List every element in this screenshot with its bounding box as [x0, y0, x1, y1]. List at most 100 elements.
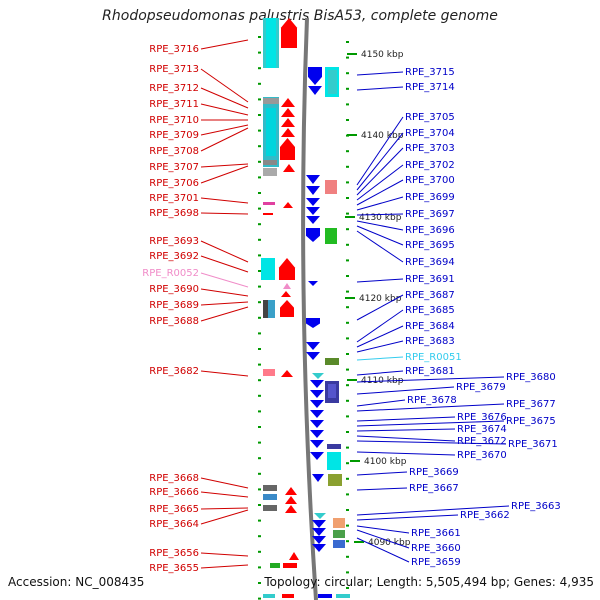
leader-line-left: [200, 552, 249, 557]
tick-mark-right: [346, 41, 349, 43]
leader-line-right: [356, 71, 404, 76]
leader-line-left: [200, 507, 249, 510]
gene-block: [333, 530, 345, 538]
tick-mark-right: [346, 259, 349, 262]
gene-block: [328, 70, 337, 94]
forward-gene-arrow: [285, 505, 297, 513]
leader-line-right: [356, 340, 404, 353]
gene-label-right: RPE_3672: [457, 436, 507, 447]
tick-mark-left: [258, 504, 261, 506]
forward-gene-arrow: [283, 283, 291, 289]
tick-mark-left: [258, 98, 261, 101]
gene-label-right: RPE_3702: [405, 160, 455, 171]
gene-label-right: RPE_3703: [405, 143, 455, 154]
gene-label-left: RPE_3666: [149, 487, 199, 498]
gene-block: [333, 518, 345, 528]
leader-line-left: [200, 509, 249, 525]
gene-label-right: RPE_3661: [411, 528, 461, 539]
leader-line-right: [356, 294, 404, 321]
leader-line-left: [200, 197, 249, 204]
kbp-label: 4090 kbp: [368, 538, 411, 548]
gene-block: [263, 494, 277, 500]
gene-label-left: RPE_3708: [149, 146, 199, 157]
reverse-gene-arrow: [306, 228, 320, 242]
kbp-label: 4130 kbp: [359, 213, 402, 223]
tick-mark-left: [258, 301, 261, 304]
tick-mark-right: [346, 243, 349, 246]
tick-mark-right: [346, 228, 349, 231]
tick-mark-left: [258, 129, 261, 132]
leader-line-right: [356, 370, 404, 376]
reverse-gene-arrow: [312, 528, 326, 536]
tick-mark-left: [258, 410, 261, 413]
gene-label-left: RPE_3682: [149, 366, 199, 377]
gene-block: [263, 202, 275, 205]
reverse-gene-arrow: [312, 474, 324, 482]
tick-mark-left: [258, 441, 261, 444]
leader-line-left: [200, 103, 249, 116]
leader-line-right: [356, 420, 505, 427]
leader-line-right: [356, 487, 408, 491]
tick-mark-left: [258, 550, 261, 553]
forward-gene-arrow: [279, 258, 295, 280]
gene-block: [261, 258, 275, 280]
gene-label-right: RPE_3671: [508, 439, 558, 450]
tick-mark-right: [346, 415, 349, 418]
gene-label-right: RPE_3663: [511, 501, 561, 512]
leader-line-right: [356, 309, 404, 343]
forward-gene-arrow: [283, 202, 293, 208]
gene-block: [328, 474, 342, 486]
gene-label-left: RPE_R0052: [142, 268, 199, 279]
gene-block: [336, 594, 350, 598]
gene-label-right: RPE_3675: [506, 416, 556, 427]
leader-line-right: [356, 116, 404, 186]
leader-line-right: [356, 164, 404, 201]
tick-mark-right: [346, 165, 349, 168]
gene-label-right: RPE_3670: [457, 450, 507, 461]
tick-mark-right: [346, 306, 349, 309]
accession-text: Accession: NC_008435: [8, 575, 145, 589]
tick-mark-left: [258, 332, 261, 335]
tick-mark-right: [346, 321, 349, 324]
leader-line-right: [356, 505, 510, 516]
gene-block: [327, 452, 341, 470]
leader-line-right: [356, 356, 404, 361]
gene-label-right: RPE_3679: [456, 382, 506, 393]
gene-block: [263, 300, 268, 318]
forward-gene-arrow: [281, 98, 295, 107]
tick-mark-left: [258, 223, 261, 226]
leader-line-left: [200, 370, 249, 377]
forward-gene-arrow: [285, 487, 297, 495]
leader-line-right: [356, 529, 410, 549]
gene-block: [263, 213, 273, 215]
reverse-gene-arrow: [306, 342, 320, 350]
leader-line-right: [356, 537, 410, 563]
forward-gene-arrow: [281, 370, 293, 377]
reverse-gene-arrow: [312, 544, 326, 552]
leader-line-left: [200, 306, 249, 322]
gene-block: [266, 18, 276, 68]
gene-block: [263, 98, 279, 104]
gene-label-right: RPE_3695: [405, 240, 455, 251]
tick-mark-right: [346, 353, 349, 355]
reverse-gene-arrow: [308, 67, 322, 85]
reverse-gene-arrow: [306, 198, 320, 206]
leader-line-right: [356, 416, 456, 422]
forward-gene-arrow: [280, 138, 295, 160]
reverse-gene-arrow: [306, 318, 320, 328]
leader-line-left: [200, 212, 249, 215]
forward-gene-arrow: [281, 128, 295, 137]
leader-line-right: [356, 435, 456, 442]
gene-label-left: RPE_3707: [149, 162, 199, 173]
tick-mark-right: [346, 119, 349, 121]
gene-label-left: RPE_3716: [149, 44, 199, 55]
gene-label-right: RPE_3705: [405, 112, 455, 123]
gene-label-left: RPE_3710: [149, 115, 199, 126]
tick-mark-left: [258, 488, 261, 491]
tick-mark-right: [346, 212, 349, 215]
tick-mark-right: [346, 337, 349, 340]
kbp-label: 4140 kbp: [361, 131, 404, 141]
tick-mark-left: [258, 582, 261, 584]
tick-mark-left: [258, 114, 261, 116]
reverse-gene-arrow: [310, 390, 324, 398]
